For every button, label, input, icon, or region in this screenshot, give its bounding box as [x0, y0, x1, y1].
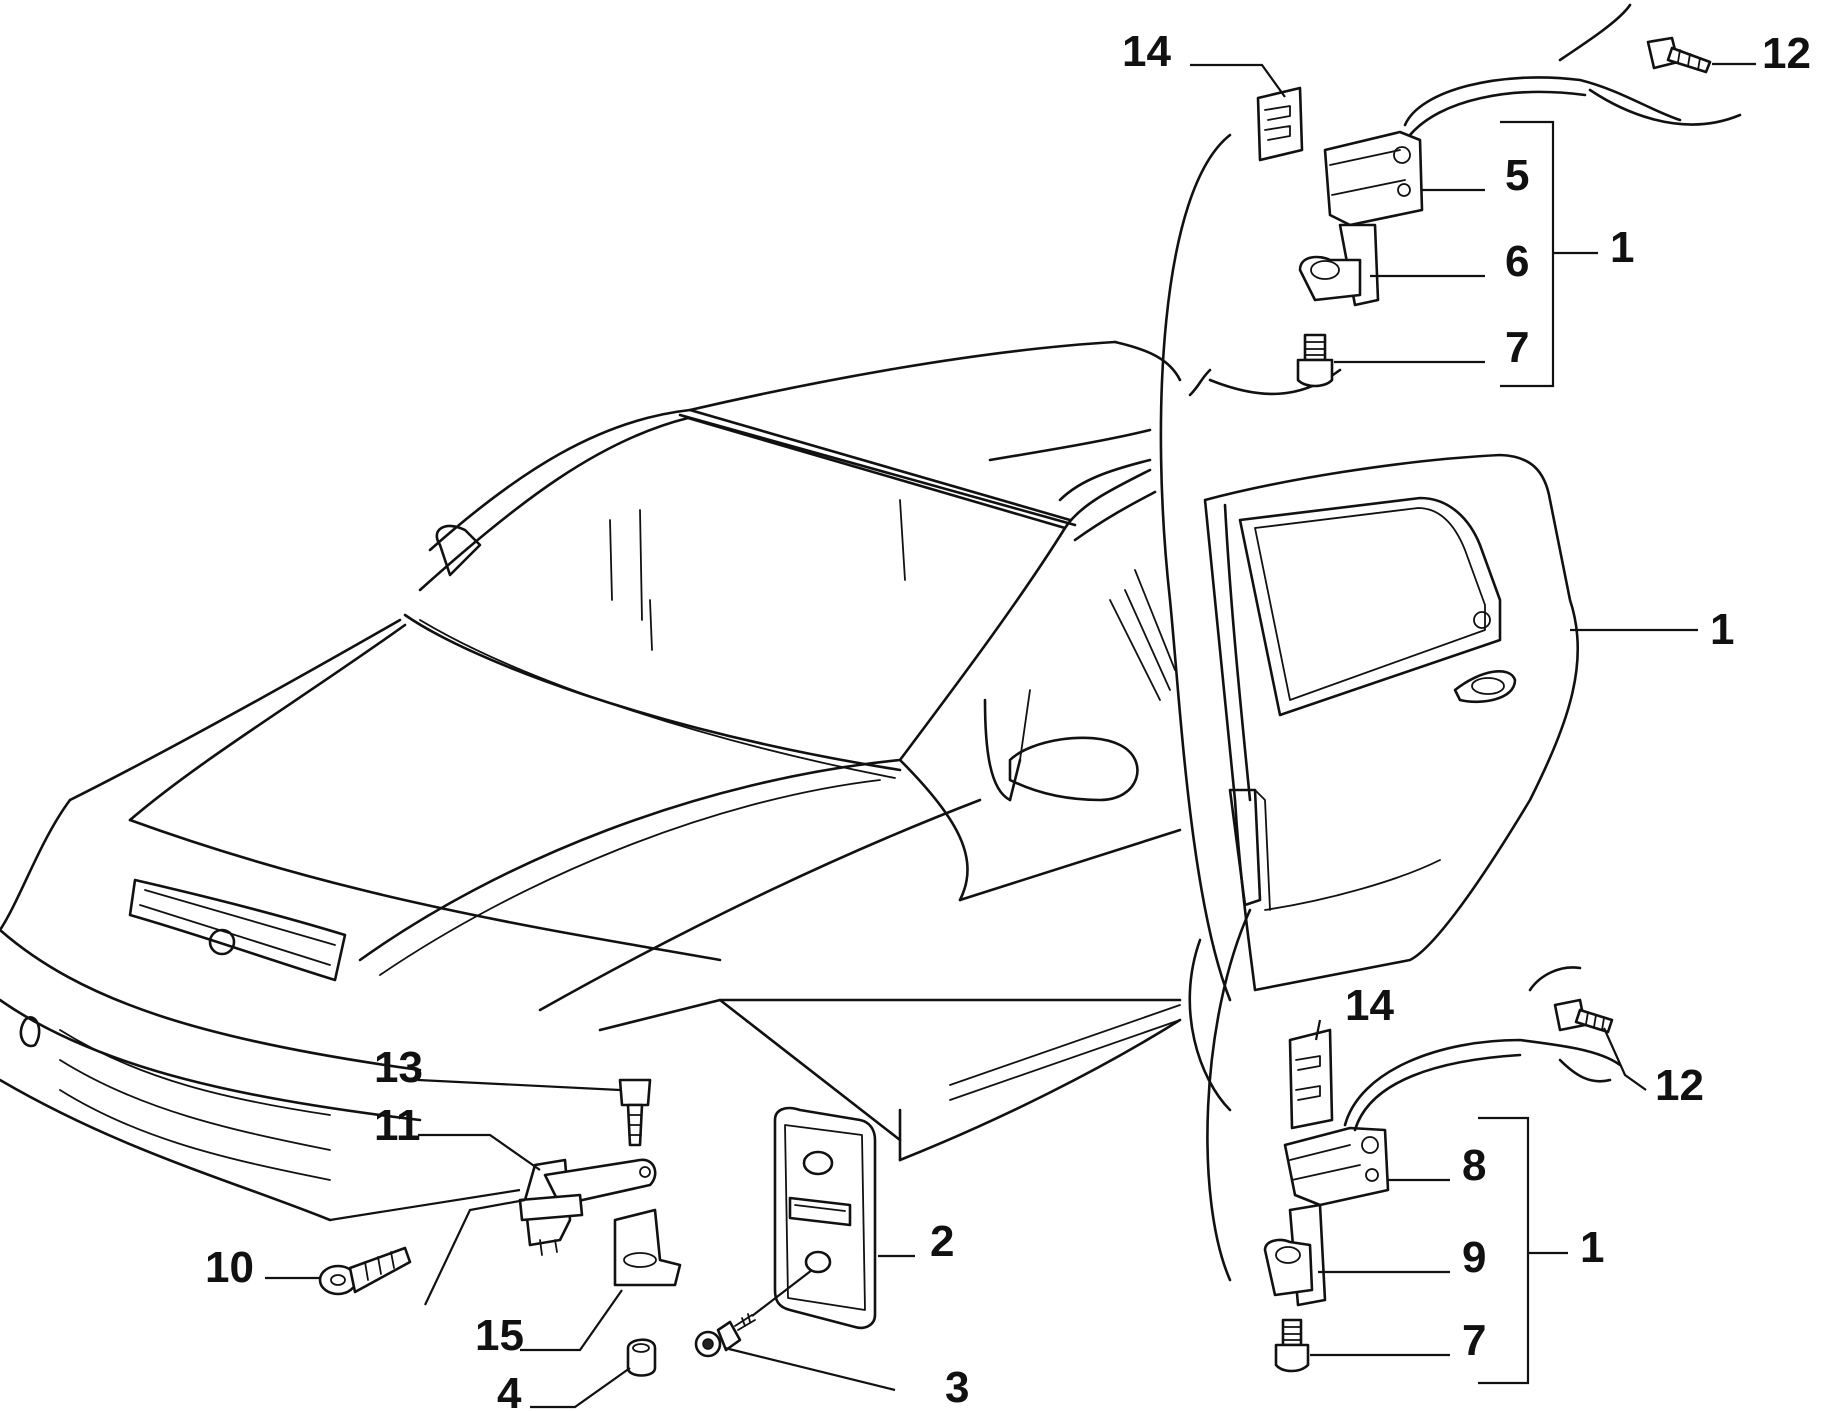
upper-hinge-half — [1323, 130, 1424, 227]
lower-hinge-half — [1283, 1126, 1390, 1207]
callout-13: 13 — [374, 1043, 423, 1092]
callout-5: 5 — [1505, 151, 1529, 200]
check-strap-bracket — [613, 1208, 682, 1287]
callout-8: 8 — [1462, 1141, 1486, 1190]
screw-top — [1303, 333, 1327, 362]
callout-6: 6 — [1505, 237, 1529, 286]
shim-plate-top — [1256, 86, 1304, 162]
callout-9: 9 — [1462, 1233, 1486, 1282]
callout-7-top: 7 — [1505, 323, 1529, 372]
nut-4 — [626, 1338, 657, 1377]
callout-7-bottom: 7 — [1462, 1316, 1486, 1365]
callout-2: 2 — [930, 1217, 954, 1266]
lower-hinge-assembly — [1263, 966, 1622, 1373]
callout-1-top: 1 — [1610, 223, 1634, 272]
callout-14-top: 14 — [1122, 27, 1171, 76]
bolt-10 — [318, 1246, 412, 1296]
callout-14-bottom: 14 — [1345, 981, 1394, 1030]
callout-labels: 14 12 5 6 7 1 1 14 12 8 9 7 1 13 11 10 1… — [205, 27, 1811, 1411]
callout-12-top: 12 — [1762, 29, 1811, 78]
car-body-outline — [0, 340, 1182, 1222]
callout-3: 3 — [945, 1363, 969, 1411]
leader-lines — [265, 62, 1756, 1409]
upper-hinge-assembly — [1256, 3, 1742, 388]
striker-plate — [773, 1106, 877, 1330]
screw-bottom — [1281, 1318, 1303, 1347]
callout-4: 4 — [497, 1369, 522, 1411]
callout-15: 15 — [475, 1311, 524, 1360]
screw-3 — [694, 1313, 756, 1358]
shim-plate-bottom — [1288, 1028, 1334, 1130]
callout-11: 11 — [374, 1101, 421, 1150]
callout-10: 10 — [205, 1243, 254, 1292]
callout-1-door: 1 — [1710, 605, 1734, 654]
callout-12-bottom: 12 — [1655, 1061, 1704, 1110]
screw-13 — [618, 1078, 652, 1147]
callout-1-bottom: 1 — [1580, 1223, 1604, 1272]
rear-door — [1159, 133, 1580, 1282]
